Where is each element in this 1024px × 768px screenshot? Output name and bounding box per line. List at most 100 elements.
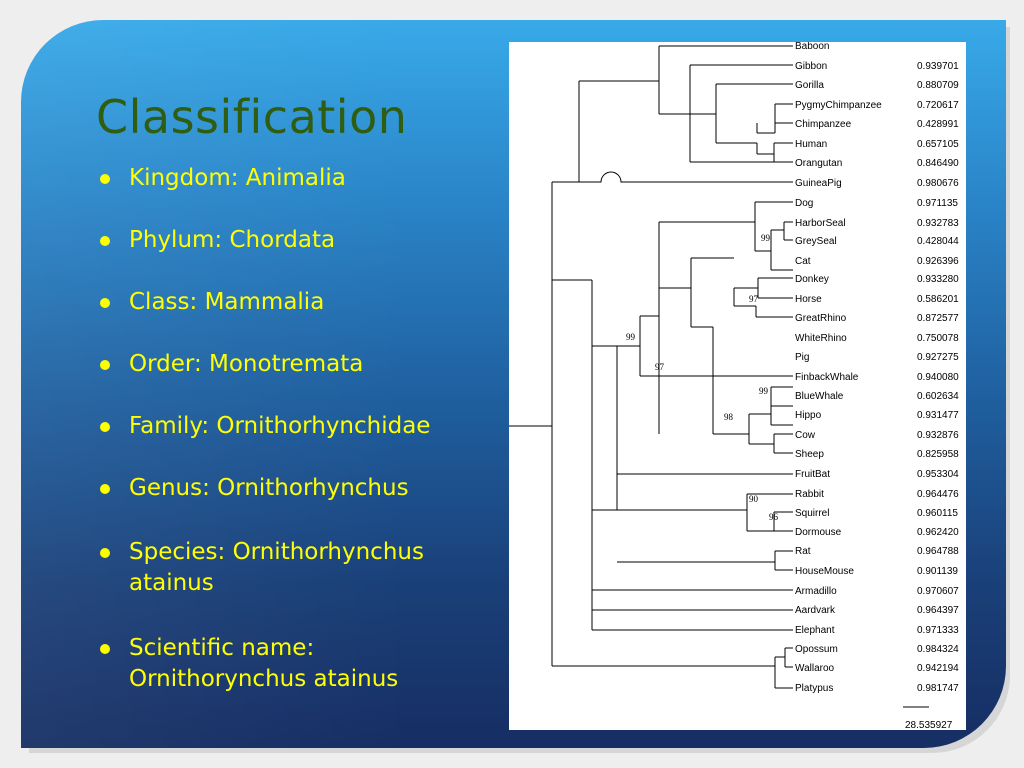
bootstrap-label: 98 [724, 412, 734, 422]
bullet-dot-icon [100, 548, 110, 558]
taxon-name-dormouse: Dormouse [795, 527, 842, 538]
taxon-value-gorilla: 0.880709 [917, 80, 959, 91]
taxon-name-wallaroo: Wallaroo [795, 663, 835, 674]
taxon-name-armadillo: Armadillo [795, 586, 837, 597]
taxon-value-dormouse: 0.962420 [917, 527, 959, 538]
bullet-family: Family: Ornithorhynchidae [100, 411, 510, 442]
bullet-text: Scientific name: Ornithorynchus atainus [129, 635, 399, 692]
tree-taxa: Baboon Gibbon 0.939701 Gorilla 0.880709 … [795, 42, 959, 694]
taxon-value-squirrel: 0.960115 [917, 508, 958, 519]
taxon-value-horse: 0.586201 [917, 294, 959, 305]
taxon-name-guineapig: GuineaPig [795, 178, 842, 189]
taxon-name-bluewhale: BlueWhale [795, 391, 844, 402]
bootstrap-label: 99 [759, 386, 769, 396]
bullet-text: Order: Monotremata [129, 351, 364, 377]
taxon-name-sheep: Sheep [795, 449, 824, 460]
tree-branches [509, 45, 929, 708]
taxon-value-housemouse: 0.901139 [917, 566, 958, 577]
taxon-name-greyseal: GreySeal [795, 236, 837, 247]
taxon-name-orangutan: Orangutan [795, 158, 842, 169]
taxon-name-greatrhino: GreatRhino [795, 313, 847, 324]
taxon-name-gorilla: Gorilla [795, 80, 824, 91]
taxon-name-donkey: Donkey [795, 274, 829, 285]
bootstrap-label: 96 [769, 512, 779, 522]
bullet-order: Order: Monotremata [100, 349, 510, 380]
taxon-value-aardvark: 0.964397 [917, 605, 959, 616]
taxon-name-cow: Cow [795, 430, 816, 441]
taxon-name-squirrel: Squirrel [795, 508, 829, 519]
bullet-dot-icon [100, 174, 110, 184]
bullet-text: Kingdom: Animalia [129, 165, 346, 191]
bullet-scientific-name: Scientific name: Ornithorynchus atainus [100, 633, 510, 695]
taxon-value-dog: 0.971135 [917, 198, 958, 209]
taxon-name-dog: Dog [795, 198, 813, 209]
taxon-name-fruitbat: FruitBat [795, 469, 830, 480]
taxon-name-gibbon: Gibbon [795, 61, 827, 72]
taxon-name-platypus: Platypus [795, 683, 833, 694]
taxon-value-platypus: 0.981747 [917, 683, 959, 694]
taxon-value-bluewhale: 0.602634 [917, 391, 959, 402]
bullet-dot-icon [100, 236, 110, 246]
bullet-text: Species: Ornithorhynchus atainus [129, 539, 424, 596]
tree-branch [747, 511, 793, 532]
phylogenetic-tree: Baboon Gibbon 0.939701 Gorilla 0.880709 … [509, 42, 959, 730]
tree-branch [756, 142, 793, 162]
taxon-name-chimpanzee: Chimpanzee [795, 119, 852, 130]
bullet-dot-icon [100, 360, 110, 370]
tree-branch [749, 386, 793, 426]
bullet-dot-icon [100, 644, 110, 654]
taxon-name-baboon: Baboon [795, 42, 829, 52]
bullet-text: Family: Ornithorhynchidae [129, 413, 431, 439]
tree-branch [733, 288, 793, 318]
bootstrap-label: 90 [749, 494, 759, 504]
bootstrap-label: 99 [761, 233, 771, 243]
taxon-value-chimpanzee: 0.428991 [917, 119, 959, 130]
taxon-value-harborseal: 0.932783 [917, 218, 959, 229]
bullet-kingdom: Kingdom: Animalia [100, 163, 510, 194]
taxon-value-pygmychimpanzee: 0.720617 [917, 100, 959, 111]
taxon-name-aardvark: Aardvark [795, 605, 836, 616]
taxon-value-opossum: 0.984324 [917, 644, 959, 655]
bullet-species: Species: Ornithorhynchus atainus [100, 537, 510, 599]
bullet-genus: Genus: Ornithorhynchus [100, 473, 510, 504]
taxon-value-pig: 0.927275 [917, 352, 959, 363]
taxon-value-whiterhino: 0.750078 [917, 333, 959, 344]
taxon-name-rat: Rat [795, 546, 811, 557]
taxon-name-finbackwhale: FinbackWhale [795, 372, 859, 383]
bullet-dot-icon [100, 484, 110, 494]
slide-title: Classification [96, 90, 408, 144]
taxon-value-donkey: 0.933280 [917, 274, 959, 285]
taxon-value-gibbon: 0.939701 [917, 61, 959, 72]
tree-branch [640, 288, 660, 434]
taxon-value-rabbit: 0.964476 [917, 489, 959, 500]
tree-branch [774, 647, 793, 689]
taxon-name-housemouse: HouseMouse [795, 566, 854, 577]
bootstrap-label: 97 [749, 294, 759, 304]
taxon-name-horse: Horse [795, 294, 822, 305]
taxon-name-elephant: Elephant [795, 625, 835, 636]
tree-branch [713, 414, 793, 454]
tree-branch [756, 103, 793, 134]
taxon-value-sheep: 0.825958 [917, 449, 959, 460]
bullet-text: Phylum: Chordata [129, 227, 336, 253]
taxon-name-human: Human [795, 139, 827, 150]
bullet-phylum: Phylum: Chordata [100, 225, 510, 256]
taxon-value-cow: 0.932876 [917, 430, 959, 441]
phylogenetic-tree-panel: Baboon Gibbon 0.939701 Gorilla 0.880709 … [509, 42, 966, 730]
taxon-value-finbackwhale: 0.940080 [917, 372, 959, 383]
tree-branch [617, 316, 793, 377]
taxon-name-rabbit: Rabbit [795, 489, 824, 500]
bullet-class: Class: Mammalia [100, 287, 510, 318]
bootstrap-labels: 99 97 99 97 99 98 90 96 [626, 233, 779, 522]
tree-branch [617, 493, 793, 531]
tree-branch [770, 221, 793, 271]
bullet-text: Class: Mammalia [129, 289, 325, 315]
taxon-value-greyseal: 0.428044 [917, 236, 959, 247]
taxon-value-wallaroo: 0.942194 [917, 663, 959, 674]
taxon-value-cat: 0.926396 [917, 256, 959, 267]
tree-branch [659, 201, 793, 252]
tree-branch [734, 277, 793, 299]
taxon-name-pygmychimpanzee: PygmyChimpanzee [795, 100, 882, 111]
taxon-name-harborseal: HarborSeal [795, 218, 846, 229]
bullet-dot-icon [100, 298, 110, 308]
